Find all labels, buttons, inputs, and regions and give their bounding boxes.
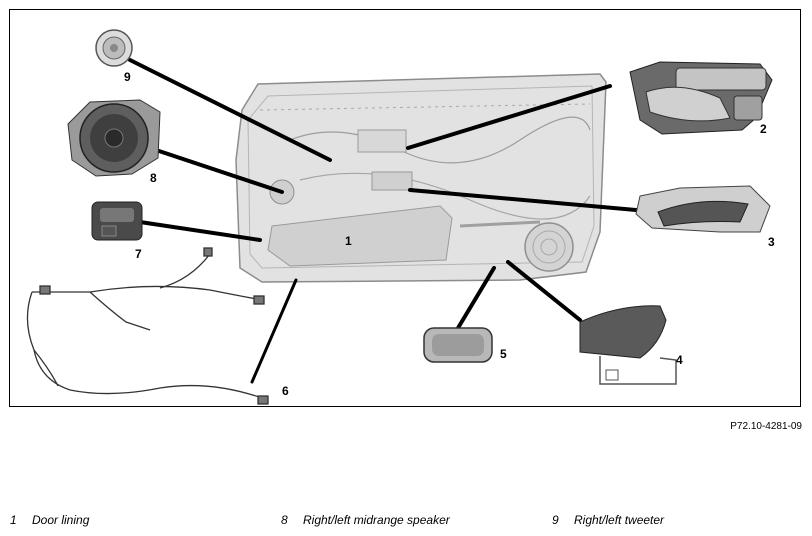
callout-2: 2: [760, 122, 767, 136]
callout-6: 6: [282, 384, 289, 398]
legend-number: 8: [281, 513, 288, 527]
tweeter-component: [95, 29, 133, 67]
callout-1: 1: [345, 234, 352, 248]
leader-lines: [128, 58, 638, 384]
figure-reference: P72.10-4281-09: [730, 421, 802, 432]
legend-item-8: 8 Right/left midrange speaker: [281, 513, 450, 527]
callout-5: 5: [500, 347, 507, 361]
legend-text: Door lining: [32, 513, 90, 527]
legend-number: 9: [552, 513, 559, 527]
cover-component: [423, 327, 493, 363]
door-handle-component: [635, 185, 771, 233]
callout-4: 4: [676, 353, 683, 367]
callout-7: 7: [135, 247, 142, 261]
legend-text: Right/left midrange speaker: [303, 513, 450, 527]
door-lining-panel: [235, 73, 607, 283]
callout-8: 8: [150, 171, 157, 185]
switch-component: [91, 201, 143, 241]
legend-item-9: 9 Right/left tweeter: [552, 513, 664, 527]
legend-item-1: 1 Door lining: [10, 513, 89, 527]
legend-text: Right/left tweeter: [574, 513, 665, 527]
legend-number: 1: [10, 513, 17, 527]
callout-3: 3: [768, 235, 775, 249]
midrange-speaker-component: [67, 99, 161, 177]
trim-bracket-component: [579, 305, 677, 385]
callout-9: 9: [124, 70, 131, 84]
seat-switch-component: [629, 61, 773, 135]
cable-harness-component: [26, 247, 269, 405]
